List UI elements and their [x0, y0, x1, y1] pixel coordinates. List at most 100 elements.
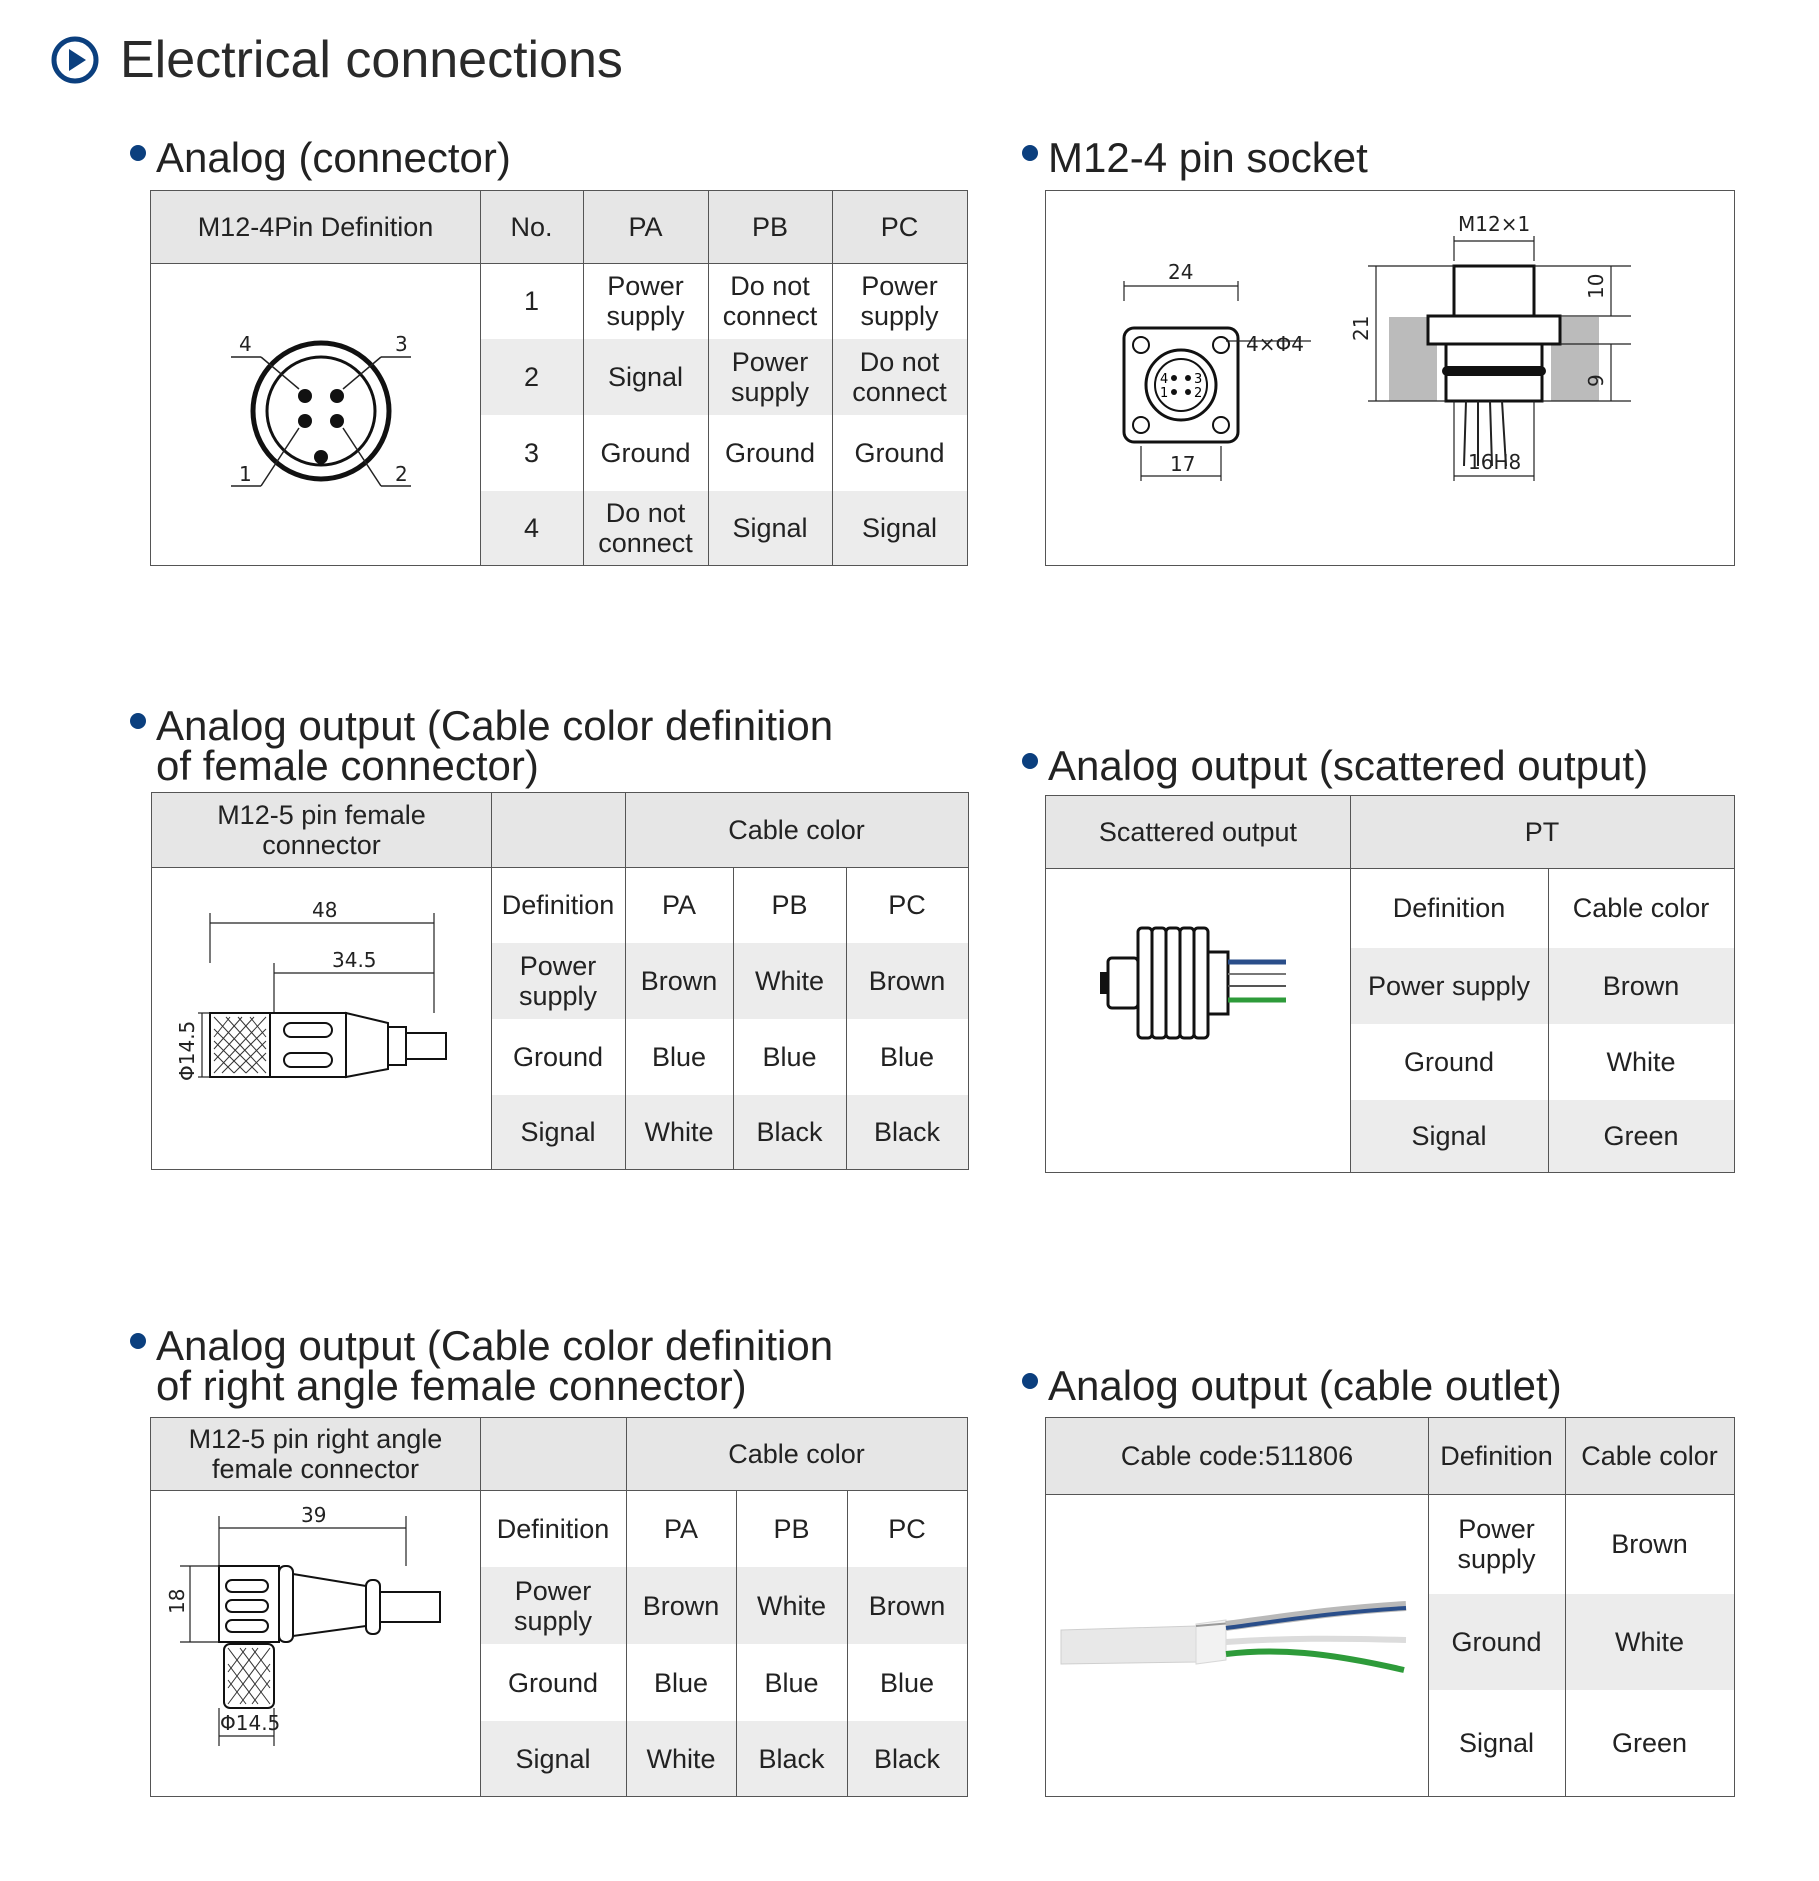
table-cell: 2 [480, 339, 583, 415]
page-title: Electrical connections [120, 31, 623, 89]
table-cell: Green [1611, 1728, 1688, 1758]
dim-holes: 4×Φ4 [1246, 332, 1304, 356]
dim-height: 21 [1349, 316, 1373, 341]
header-cell: M12-5 pin right angle female connector [151, 1418, 480, 1490]
header-cell: PT [1350, 796, 1734, 868]
table-cell: White [625, 1095, 733, 1169]
dim-diameter: Φ14.5 [220, 1711, 280, 1735]
scattered-output-drawing [1100, 926, 1286, 1040]
table-cell: Brown [625, 943, 733, 1019]
section-title-m12-socket: M12-4 pin socket [1022, 137, 1368, 179]
header-cell: Scattered output [1046, 796, 1350, 868]
table-cell: 1 [523, 286, 540, 316]
table-cell: Signal [1458, 1728, 1535, 1758]
subheader-cell: PB [771, 890, 808, 920]
header-cell [480, 1418, 626, 1490]
m12-socket-drawing-box: 24 4 3 1 2 4×Φ4 17 M12×1 [1045, 190, 1735, 566]
right-angle-connector-drawing: 39 18 Φ14.5 [165, 1503, 441, 1746]
cable-outlet-photo [1060, 1601, 1407, 1673]
table-cell: Signal [832, 491, 967, 565]
pin-label: 3 [1194, 372, 1202, 387]
table-cell: Power supply [480, 1567, 626, 1644]
table-cell: Brown [1611, 1529, 1688, 1559]
pin-label: 4 [1160, 372, 1168, 387]
table-cell: White [1606, 1047, 1676, 1077]
dim-pitch: 17 [1170, 452, 1195, 476]
table-cell: Brown [1548, 948, 1734, 1024]
table-cell: Black [733, 1095, 846, 1169]
header-cell: Cable color [626, 1418, 967, 1490]
bullet-icon [1022, 144, 1038, 161]
subheader-cell: PC [888, 1513, 926, 1544]
table-cell: Ground [1403, 1047, 1495, 1077]
table-cell: Brown [846, 943, 968, 1019]
dim-bore: 16H8 [1468, 450, 1521, 474]
dim-length: 39 [301, 1503, 326, 1527]
section-title-cable-outlet: Analog output (cable outlet) [1022, 1365, 1562, 1407]
dim-top: 10 [1584, 274, 1608, 299]
dim-width: 24 [1168, 260, 1193, 284]
table-cell: Do not connect [583, 491, 708, 565]
dim-length: 48 [312, 898, 337, 922]
page-title-row: Electrical connections [50, 30, 623, 90]
table-cell: Blue [764, 1667, 819, 1698]
section-title-text: Analog output (cable outlet) [1048, 1362, 1562, 1409]
table-cell: Blue [762, 1042, 817, 1072]
pin-label: 1 [239, 462, 252, 486]
header-cell: PB [708, 191, 832, 263]
section-title-line1: Analog output (Cable color definition [156, 702, 834, 749]
right-angle-table: M12-5 pin right angle female connector C… [150, 1417, 968, 1797]
table-cell: Ground [1428, 1594, 1565, 1690]
header-cell: PC [832, 191, 967, 263]
table-cell: Brown [847, 1567, 967, 1644]
table-cell: Blue [651, 1042, 707, 1072]
pin-label: 4 [239, 332, 252, 356]
header-cell: Definition [1428, 1418, 1565, 1494]
section-title-right-angle: Analog output (Cable color definition [130, 1325, 833, 1367]
subheader-cell: Definition [501, 890, 615, 920]
table-cell: Signal [708, 491, 832, 565]
dim-diameter: Φ14.5 [175, 1021, 199, 1081]
table-cell: Power supply [491, 943, 625, 1019]
table-cell: Power supply [606, 271, 685, 331]
analog-connector-table: M12-4Pin Definition No. PA PB PC 1 Power… [150, 190, 968, 566]
header-cell: Cable code:511806 [1046, 1418, 1428, 1494]
section-title-analog-connector: Analog (connector) [130, 137, 511, 179]
table-cell: Ground [507, 1667, 599, 1698]
cable-outlet-table: Cable code:511806 Definition Cable color… [1045, 1417, 1735, 1797]
table-cell: Blue [653, 1667, 709, 1698]
dim-body: 34.5 [332, 948, 377, 972]
section-title-female-connector: Analog output (Cable color definition [130, 705, 833, 747]
play-circle-icon [51, 36, 99, 84]
table-cell: Power supply [1457, 1514, 1536, 1574]
section-title-text: Analog output (scattered output) [1048, 742, 1649, 789]
header-cell: M12-5 pin female connector [152, 793, 491, 867]
header-cell: M12-4Pin Definition [151, 191, 480, 263]
table-cell: Black [736, 1721, 847, 1796]
section-title-line2: of female connector) [156, 742, 539, 789]
bullet-icon [1022, 752, 1038, 769]
subheader-cell: Definition [1392, 893, 1506, 923]
section-title-line1: Analog output (Cable color definition [156, 1322, 834, 1369]
table-cell: Power supply [1350, 948, 1548, 1024]
subheader-cell: PC [888, 890, 926, 920]
header-cell [491, 793, 625, 867]
table-cell: Signal [480, 1721, 626, 1796]
bullet-icon [1022, 1372, 1038, 1389]
table-cell: Black [847, 1721, 967, 1796]
table-cell: Power supply [708, 339, 832, 415]
table-cell: 4 [480, 491, 583, 565]
table-cell: Ground [600, 438, 691, 468]
bullet-icon [130, 1332, 146, 1349]
dim-height: 18 [165, 1589, 189, 1614]
header-cell: No. [480, 191, 583, 263]
pin-label: 2 [1194, 386, 1202, 401]
dim-bottom: 9 [1584, 374, 1608, 387]
m12-4pin-diagram: 4 3 1 2 [231, 332, 411, 487]
table-cell: Ground [854, 438, 945, 468]
header-cell: Cable color [1565, 1418, 1734, 1494]
subheader-cell: Definition [496, 1513, 610, 1544]
pin-label: 1 [1160, 386, 1168, 401]
table-cell: Signal [491, 1095, 625, 1169]
table-cell: Do not connect [722, 271, 818, 331]
